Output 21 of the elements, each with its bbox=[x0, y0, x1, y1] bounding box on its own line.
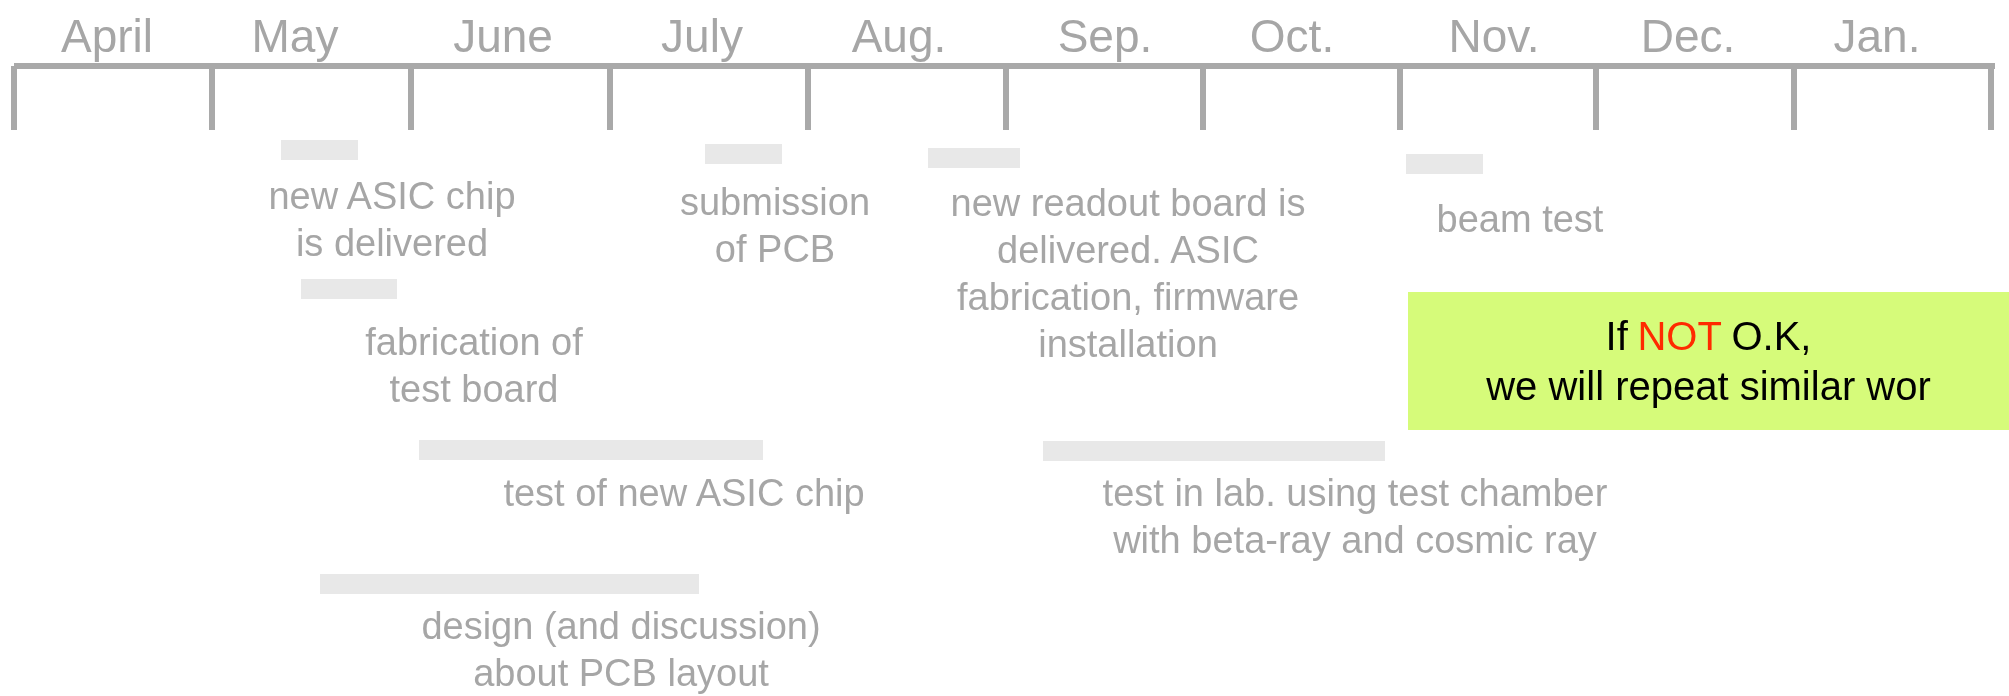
event-label: design (and discussion) about PCB layout bbox=[381, 603, 861, 696]
month-label: Sep. bbox=[1057, 10, 1153, 62]
month-label: Aug. bbox=[851, 10, 947, 62]
month-label: Nov. bbox=[1448, 10, 1540, 62]
event-label: fabrication of test board bbox=[346, 319, 602, 413]
month-label: June bbox=[453, 10, 553, 62]
month-label: Jan. bbox=[1833, 10, 1921, 62]
note-text: If NOT O.K, bbox=[1604, 313, 1813, 360]
event-label: new ASIC chip is delivered bbox=[259, 173, 525, 267]
month-label: Dec. bbox=[1640, 10, 1736, 62]
month-label: May bbox=[251, 10, 339, 62]
month-label: Oct. bbox=[1249, 10, 1335, 62]
month-label: July bbox=[661, 10, 743, 62]
event-label: new readout board is delivered. ASIC fabrication, firmware installation bbox=[928, 180, 1328, 368]
event-label: submission of PCB bbox=[662, 179, 888, 273]
event-label: test of new ASIC chip bbox=[449, 470, 919, 517]
event-label: test in lab. using test chamber with beta-ray and cosmic ray bbox=[1082, 470, 1628, 564]
event-label: beam test bbox=[1400, 196, 1640, 243]
note-text: we will repeat similar wor bbox=[1486, 363, 1931, 410]
month-label: April bbox=[61, 10, 153, 62]
note-box bbox=[1408, 292, 2009, 430]
